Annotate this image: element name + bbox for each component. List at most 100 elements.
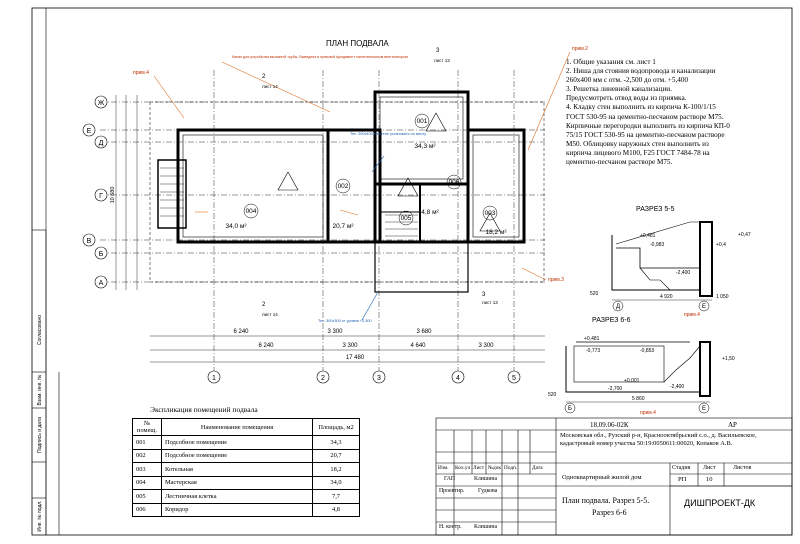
mark-2-bottom: 2 bbox=[262, 302, 266, 308]
s66-mark-4: +1,50 bbox=[722, 356, 735, 362]
callout-lines bbox=[153, 51, 571, 281]
s66-axis-b: Б bbox=[568, 406, 572, 412]
s55-mark-1: +0,481 bbox=[640, 233, 656, 239]
sheet-13-bottom: лист 13 bbox=[482, 300, 498, 305]
axis-5: 5 bbox=[512, 375, 516, 382]
mark-3-bottom: 3 bbox=[482, 292, 486, 298]
expl-cell: 20,7 bbox=[312, 448, 360, 463]
room-001-area: 34,3 м² bbox=[414, 143, 436, 150]
callout-prim3: прим.3 bbox=[548, 277, 564, 283]
role-gap: ГАП bbox=[444, 476, 456, 482]
room-002-id: 002 bbox=[338, 183, 349, 190]
note-5: 4. Кладку стен выполнить из кирпича К-10… bbox=[566, 103, 730, 167]
dim-6240-top: 6 240 bbox=[233, 329, 249, 335]
s66-mark-5: +0,001 bbox=[624, 378, 640, 384]
address: Московская обл., Рузский р-н, Краснооктя… bbox=[560, 432, 757, 447]
axis-d: Д bbox=[99, 140, 104, 147]
room-001-id: 001 bbox=[417, 118, 428, 125]
expl-cell: Мастерская bbox=[161, 475, 313, 490]
axis-v: В bbox=[87, 238, 92, 245]
expl-cell: Лестничная клетка bbox=[161, 489, 313, 504]
s55-dim-1: 4 920 bbox=[660, 294, 673, 300]
axis-a: А bbox=[99, 280, 104, 287]
object-name: Одноквартирный жилой дом bbox=[562, 474, 642, 481]
col-sign: Подп. bbox=[504, 465, 518, 471]
stamp-replace-inv: Взам. инв. № bbox=[37, 375, 43, 406]
expl-cell: Подсобное помещение bbox=[161, 435, 313, 450]
expl-cell: 004 bbox=[132, 475, 162, 490]
callout-canal: Канал для устройства вытяжной трубы. Выв… bbox=[232, 55, 408, 59]
expl-cell: Подсобное помещение bbox=[161, 448, 313, 463]
sheet-14-bottom: лист 14 bbox=[262, 312, 278, 317]
dim-3300-b: 3 300 bbox=[342, 343, 358, 349]
expl-cell: 001 bbox=[132, 435, 162, 450]
expl-cell: 7,7 bbox=[312, 489, 360, 504]
room-006-id: 006 bbox=[449, 179, 460, 186]
axis-g: Г bbox=[99, 193, 103, 200]
callout-tech2: Тех. 300х300 от уровня +2,300 bbox=[318, 319, 372, 323]
expl-cell: 34,0 bbox=[312, 475, 360, 490]
mark-3-top: 3 bbox=[436, 48, 440, 54]
s55-axis-d: Д bbox=[616, 304, 620, 310]
mark-2-top: 2 bbox=[262, 74, 266, 80]
s66-dim-2: 520 bbox=[548, 392, 557, 398]
section55-drawing bbox=[611, 221, 713, 301]
sheet-13-top: лист 13 bbox=[434, 58, 450, 63]
role-proekt: Проектир. bbox=[439, 488, 465, 494]
stamp-sign-date: Подпись и дата bbox=[37, 417, 43, 453]
s66-dim-1: 5 860 bbox=[632, 396, 645, 402]
axis-b: Б bbox=[99, 251, 104, 258]
sheet-frame bbox=[31, 7, 793, 536]
s55-mark-4: +0,47 bbox=[738, 232, 751, 238]
room-005-id: 005 bbox=[401, 215, 412, 222]
firm-name: ДИШПРОЕКТ-ДК bbox=[684, 498, 756, 508]
dim-bottom bbox=[150, 335, 545, 363]
stair-treads bbox=[160, 167, 184, 217]
expl-cell: 002 bbox=[132, 448, 162, 463]
sheets-header: Листов bbox=[733, 465, 752, 471]
dim-6240: 6 240 bbox=[258, 343, 274, 349]
section66-title: РАЗРЕЗ 6-6 bbox=[592, 317, 631, 324]
s66-callout: прим.4 bbox=[640, 410, 656, 416]
note-4: Предусмотреть отвод воды из приямка. bbox=[566, 94, 687, 103]
sheet-header: Лист bbox=[703, 465, 716, 471]
dim-3680: 3 680 bbox=[416, 329, 432, 335]
name-gap: Клишина bbox=[474, 476, 498, 482]
dim-3300-c: 3 300 bbox=[478, 343, 494, 349]
stamp-inv-orig: Инв. № подл. bbox=[37, 500, 43, 531]
col-izm: Изм. bbox=[438, 465, 449, 471]
s66-axis-e: Е bbox=[702, 406, 706, 412]
room-markers bbox=[277, 112, 501, 232]
dim-overall: 17 480 bbox=[346, 355, 365, 361]
s66-mark-6: -2,700 bbox=[608, 386, 622, 392]
expl-cell: 005 bbox=[132, 489, 162, 504]
s55-mark-3: -2,400 bbox=[676, 270, 690, 276]
s55-dim-3: 520 bbox=[590, 291, 599, 297]
col-list: Лист bbox=[473, 465, 485, 471]
note-1: 1. Общие указания см. лист 1 bbox=[566, 58, 656, 66]
stamp-agreed: Согласовано bbox=[37, 315, 43, 345]
sheet-title-2: Разрез 6-6 bbox=[592, 508, 627, 517]
expl-cell: Коридор bbox=[161, 502, 313, 517]
expl-header-name: Наименование помещения bbox=[161, 418, 313, 436]
axis-zh: Ж bbox=[98, 100, 105, 107]
stage-mark: АР bbox=[728, 421, 737, 429]
axis-2: 2 bbox=[321, 375, 325, 382]
role-nkontr: Н. контр. bbox=[439, 524, 462, 530]
s55-axis-e: Е bbox=[702, 304, 706, 310]
s66-mark-2: -0,773 bbox=[586, 348, 600, 354]
plan-title: ПЛАН ПОДВАЛА bbox=[326, 39, 389, 48]
sheet-title-1: План подвала. Разрез 5-5. bbox=[562, 496, 650, 505]
explication-table: № помещ. Наименование помещения Площадь,… bbox=[132, 418, 360, 517]
doc-code: 18.09.06-02К bbox=[590, 421, 629, 429]
expl-header-no: № помещ. bbox=[132, 418, 162, 436]
axis-e: Е bbox=[87, 128, 92, 135]
s66-mark-7: -2,400 bbox=[670, 384, 684, 390]
